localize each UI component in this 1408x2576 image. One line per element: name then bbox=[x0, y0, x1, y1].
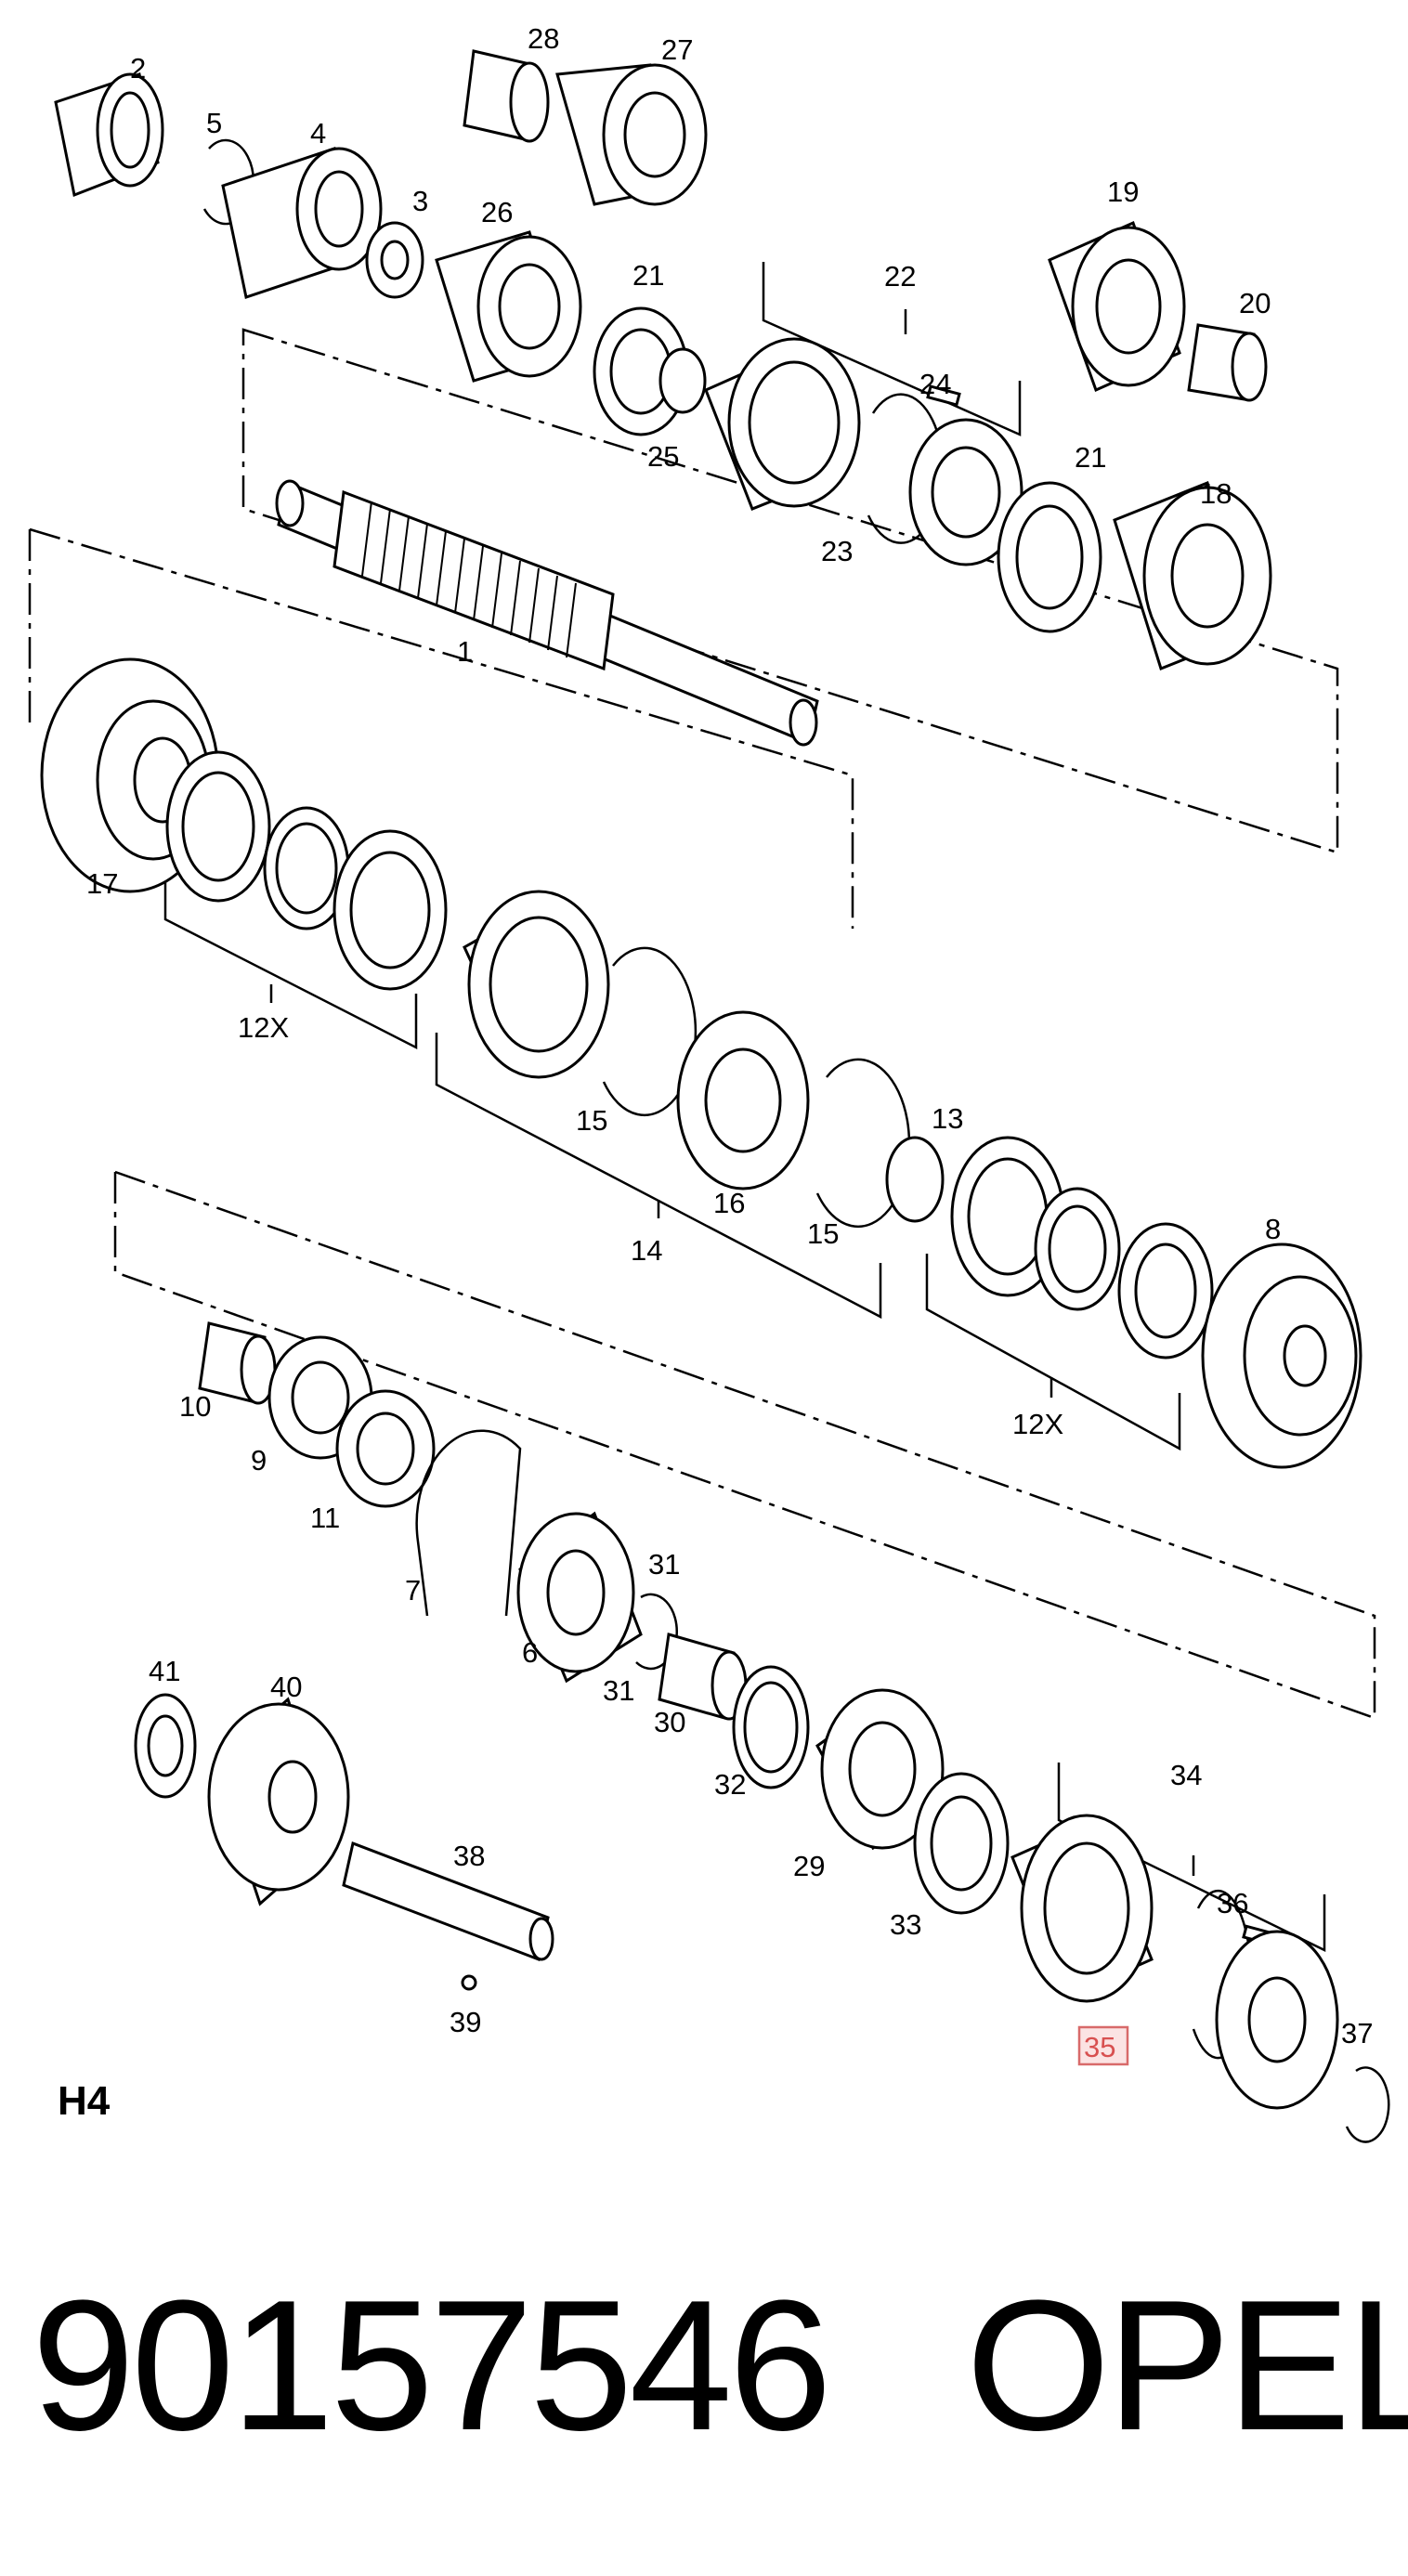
callout-25: 25 bbox=[647, 440, 679, 473]
highlight-box bbox=[1077, 2025, 1129, 2066]
group-brackets bbox=[163, 262, 1326, 1953]
callout-2: 2 bbox=[130, 52, 146, 85]
callout-27: 27 bbox=[661, 33, 693, 66]
callout-7: 7 bbox=[405, 1574, 421, 1607]
callout-19: 19 bbox=[1107, 176, 1139, 208]
callout-22: 22 bbox=[884, 260, 916, 293]
callout-26: 26 bbox=[481, 196, 513, 228]
callout-30: 30 bbox=[654, 1706, 685, 1738]
callout-15a: 15 bbox=[576, 1104, 607, 1137]
callout-36: 36 bbox=[1217, 1887, 1248, 1919]
callout-28: 28 bbox=[528, 22, 559, 55]
callout-29: 29 bbox=[793, 1850, 825, 1882]
callout-4: 4 bbox=[310, 117, 326, 150]
callout-39: 39 bbox=[450, 2006, 481, 2038]
callout-17: 17 bbox=[86, 867, 118, 900]
callout-40: 40 bbox=[270, 1671, 302, 1703]
callout-14: 14 bbox=[631, 1234, 662, 1267]
callout-31a: 31 bbox=[648, 1548, 680, 1581]
callout-3: 3 bbox=[412, 185, 428, 217]
section-label: H4 bbox=[58, 2078, 111, 2124]
parts bbox=[40, 49, 1390, 2143]
callout-10: 10 bbox=[179, 1390, 211, 1423]
callout-9: 9 bbox=[251, 1444, 267, 1477]
callout-18: 18 bbox=[1200, 477, 1232, 510]
callout-23: 23 bbox=[821, 535, 853, 567]
callout-16: 16 bbox=[713, 1187, 745, 1219]
callout-24: 24 bbox=[919, 368, 951, 400]
callout-15b: 15 bbox=[807, 1217, 839, 1250]
callout-34: 34 bbox=[1170, 1759, 1202, 1791]
callout-35: 35 bbox=[1084, 2031, 1115, 2063]
callout-20: 20 bbox=[1239, 287, 1271, 319]
callout-12x-left: 12X bbox=[238, 1011, 289, 1044]
callout-12x-right: 12X bbox=[1012, 1408, 1063, 1440]
callout-38: 38 bbox=[453, 1840, 485, 1872]
callout-37: 37 bbox=[1341, 2017, 1373, 2049]
brand-name: OPEL bbox=[966, 2262, 1408, 2469]
callout-11: 11 bbox=[310, 1502, 340, 1534]
callout-labels: 1 2 3 4 5 6 7 8 9 10 11 12X 12X 13 14 15… bbox=[86, 22, 1373, 2063]
callout-13: 13 bbox=[932, 1102, 963, 1135]
callout-31b: 31 bbox=[603, 1674, 634, 1707]
callout-6: 6 bbox=[522, 1636, 538, 1669]
callout-33: 33 bbox=[890, 1908, 921, 1941]
callout-1: 1 bbox=[457, 635, 473, 668]
callout-32: 32 bbox=[714, 1768, 746, 1801]
mainshaft bbox=[275, 479, 819, 747]
part-number: 90157546 bbox=[32, 2262, 832, 2469]
callout-41: 41 bbox=[149, 1655, 180, 1687]
callout-5: 5 bbox=[206, 107, 222, 139]
callout-21a: 21 bbox=[632, 259, 664, 292]
callout-8: 8 bbox=[1265, 1213, 1281, 1245]
callout-21b: 21 bbox=[1075, 441, 1106, 474]
